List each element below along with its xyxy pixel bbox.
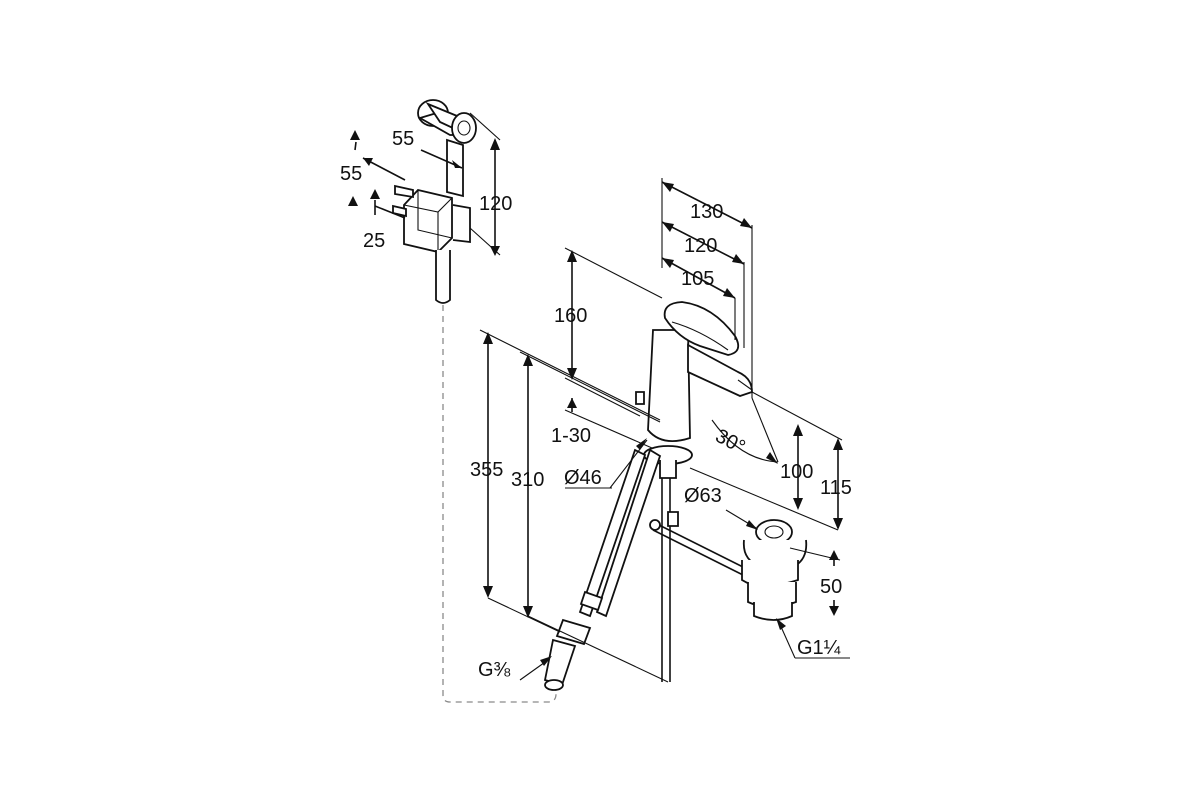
dim-deck-range: 1-30 [551,425,591,447]
dim-spout-100: 100 [780,461,813,483]
dim-reach-130: 130 [690,201,723,223]
dim-waste-diameter: Ø63 [684,485,722,507]
dim-spray-bracket: 25 [363,230,385,252]
dim-base-diameter: Ø46 [564,467,602,489]
dim-waste-thread: G1¼ [797,637,841,659]
dim-height-355: 355 [470,459,503,481]
wall-bracket [392,184,471,253]
dim-spray-height: 120 [479,193,512,215]
dim-reach-105: 105 [681,268,714,290]
hand-spray-assembly [392,99,477,304]
dim-spray-side: 55 [340,163,362,185]
dim-height-160: 160 [554,305,587,327]
spray-head [417,99,477,198]
waste-valve [741,519,808,621]
spray-dimension-lines [348,112,501,256]
dim-angle: 30° [712,425,749,459]
dim-reach-120: 120 [684,235,717,257]
pop-up-rod [649,511,746,577]
dim-waste-50: 50 [820,576,842,598]
mixer-dimension-lines [479,178,850,683]
dim-spout-115: 115 [820,477,852,499]
hose-path [442,305,557,703]
dim-hose-thread: G⅜ [478,659,511,681]
dim-height-310: 310 [511,469,544,491]
dim-spray-head-width: 55 [392,128,414,150]
